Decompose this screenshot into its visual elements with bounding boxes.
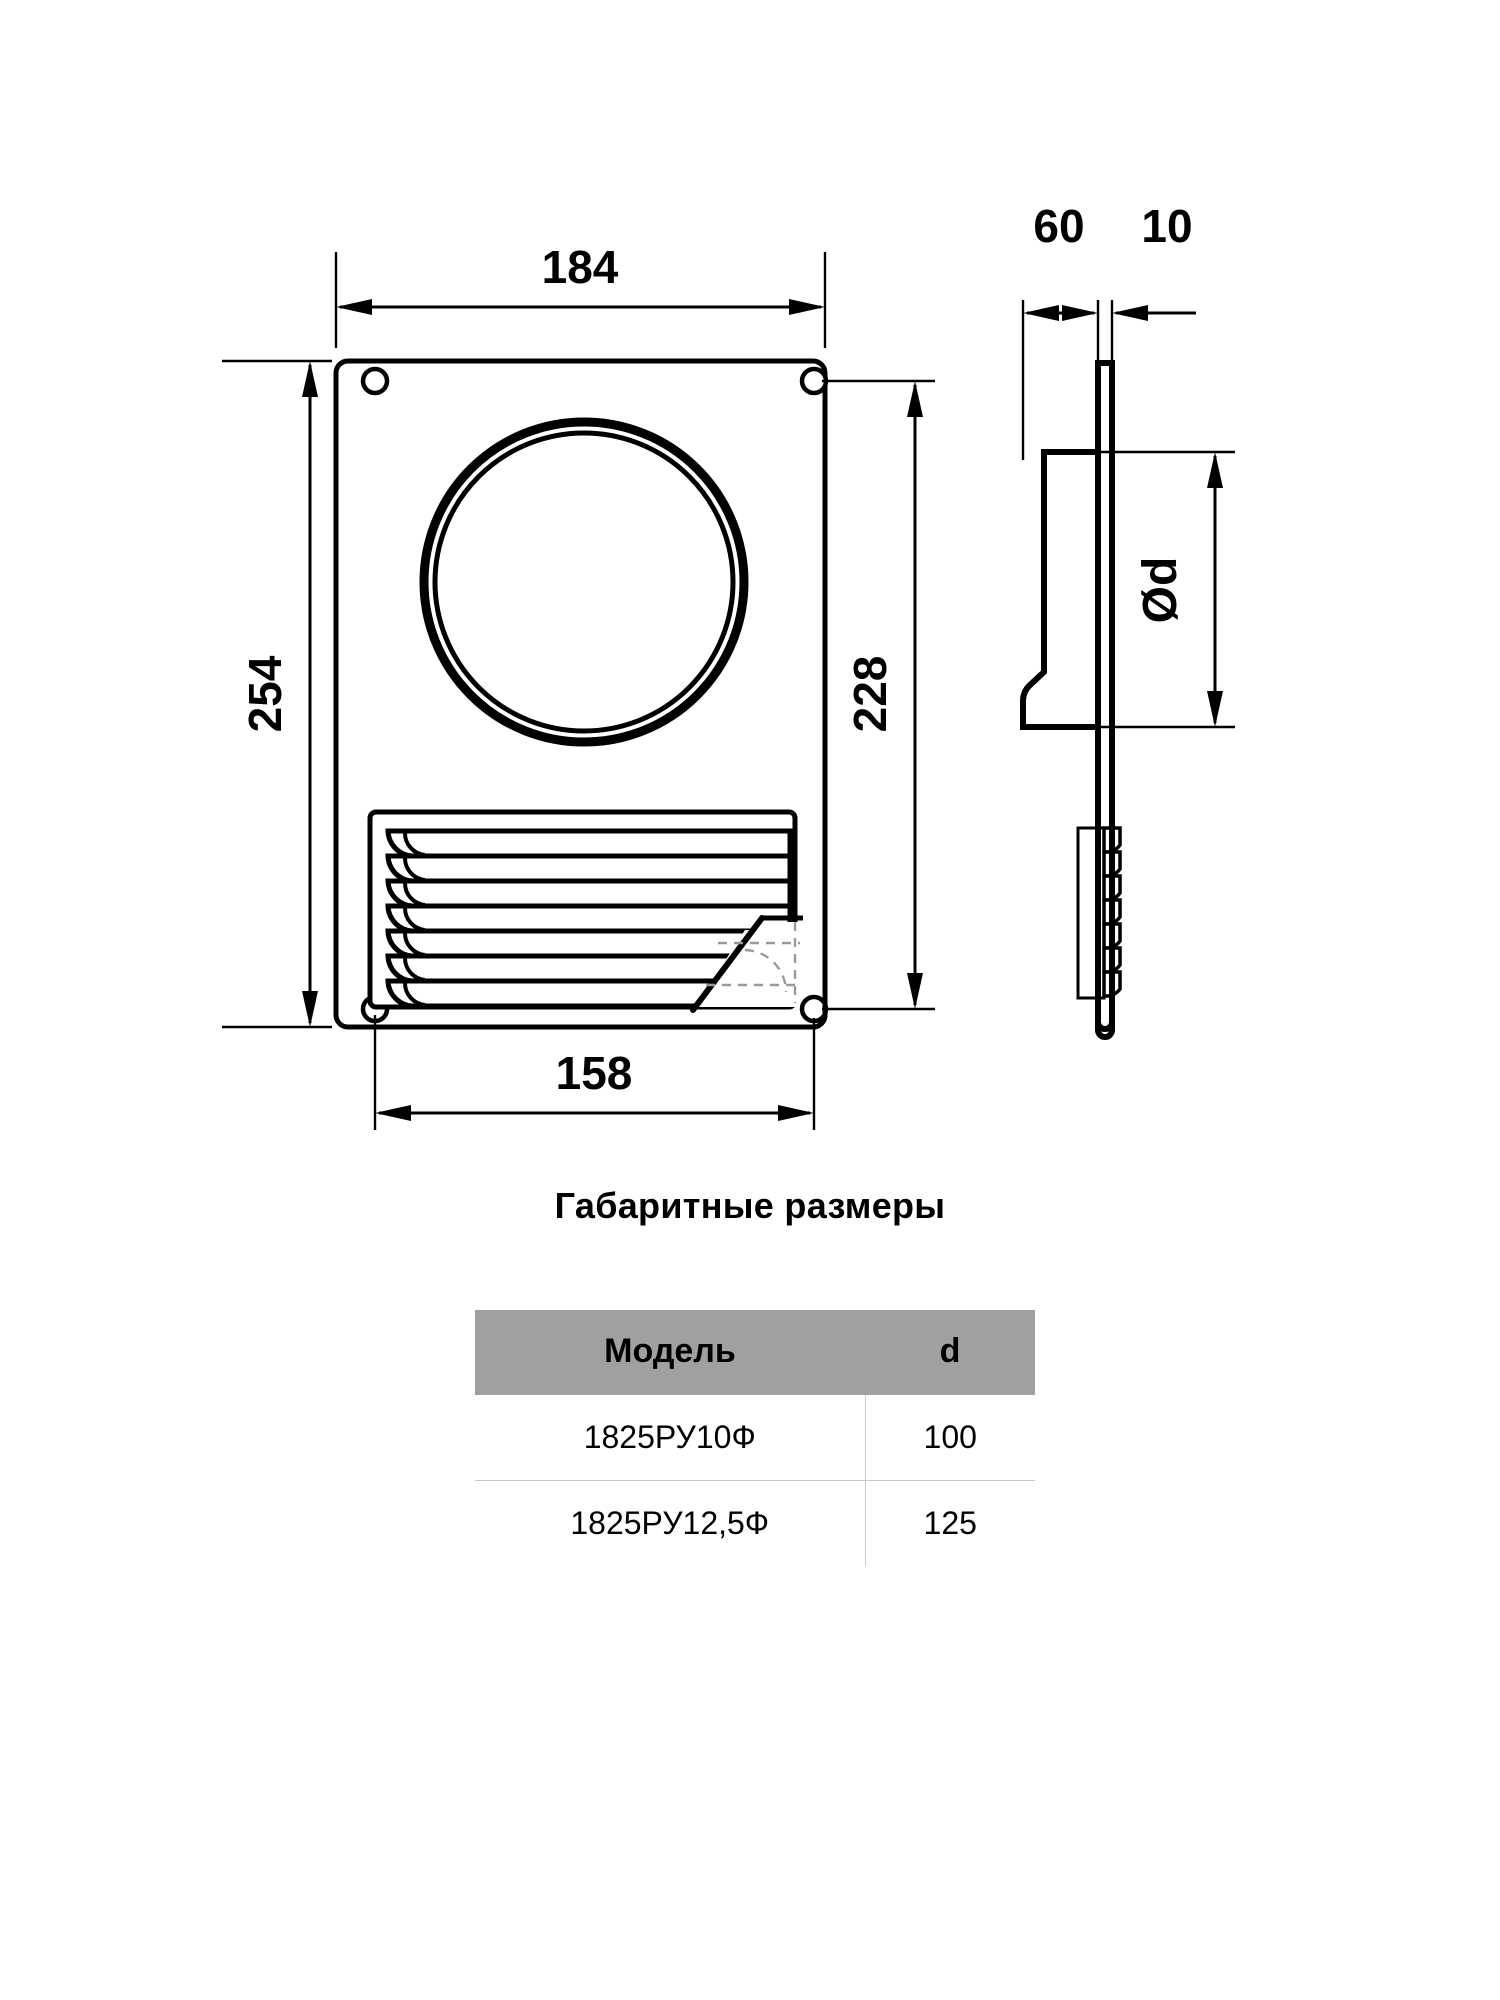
mounting-hole-top-left <box>360 366 390 396</box>
side-view: 60 10 Ød <box>1020 200 1235 1040</box>
dimension-184-label: 184 <box>542 241 619 293</box>
dimension-158-label: 158 <box>556 1047 633 1099</box>
louver-slat <box>385 828 793 859</box>
table-header-row: Модель d <box>475 1310 1035 1395</box>
model-spec-table: Модель d 1825РУ10Ф 100 1825РУ12,5Ф 125 <box>475 1310 1035 1566</box>
dimension-254: 254 <box>222 359 332 1029</box>
dimension-228: 228 <box>822 379 935 1011</box>
dimension-diameter-d: Ød <box>1100 450 1235 729</box>
louver-slats <box>385 828 793 1009</box>
dimension-diameter-label: Ød <box>1134 557 1187 624</box>
dimension-60-10: 60 10 <box>1021 200 1196 460</box>
table-row: 1825РУ10Ф 100 <box>475 1395 1035 1481</box>
table-cell-d: 100 <box>865 1395 1035 1481</box>
louver-slat <box>385 928 793 959</box>
table-cell-model: 1825РУ10Ф <box>475 1395 866 1481</box>
dimension-254-label: 254 <box>239 655 291 732</box>
hidden-construction-lines <box>706 922 800 1003</box>
louver-slat <box>385 978 793 1009</box>
dimension-158: 158 <box>373 1015 816 1130</box>
duct-opening-inner-ring <box>432 430 736 734</box>
dimension-184: 184 <box>334 241 827 348</box>
corner-gusset-edge <box>690 915 765 1013</box>
table-cell-model: 1825РУ12,5Ф <box>475 1480 866 1566</box>
dimension-10-label: 10 <box>1141 200 1192 252</box>
louver-slat <box>385 853 793 884</box>
table-header-d: d <box>865 1310 1035 1395</box>
table-cell-d: 125 <box>865 1480 1035 1566</box>
dimension-228-label: 228 <box>844 656 896 733</box>
front-view: 184 254 228 <box>222 241 935 1130</box>
dimension-60-label: 60 <box>1033 200 1084 252</box>
louver-slat-fold <box>402 982 426 1007</box>
table-row: 1825РУ12,5Ф 125 <box>475 1480 1035 1566</box>
louver-slat <box>385 903 793 934</box>
side-faceplate-edge <box>1095 360 1115 1032</box>
louver-slat <box>385 878 793 909</box>
table-header-model: Модель <box>475 1310 865 1395</box>
side-hood-body <box>1020 449 1101 730</box>
drawing-caption: Габаритные размеры <box>554 1185 946 1226</box>
